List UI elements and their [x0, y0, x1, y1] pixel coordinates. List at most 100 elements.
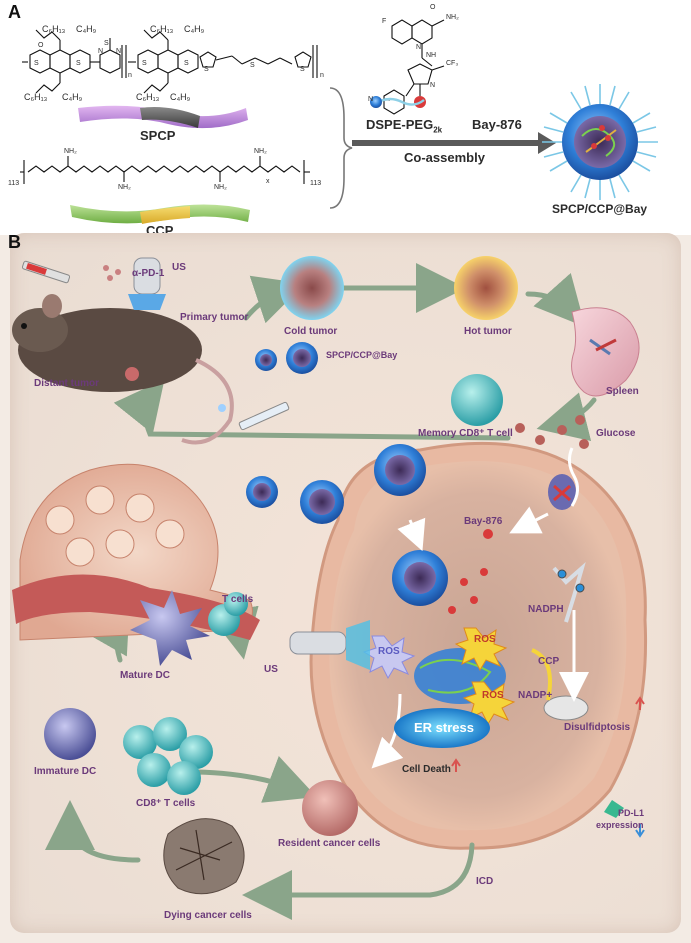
atom-label-23: N — [368, 96, 374, 103]
ccp-structure — [20, 156, 310, 184]
panel-a-artwork — [20, 19, 658, 224]
t-cells-label: T cells — [222, 594, 254, 605]
us-mid-label: US — [264, 664, 278, 675]
icd-label: ICD — [476, 876, 494, 887]
atom-label-19: NH — [426, 52, 437, 59]
chem-label-1: C₆H₁₃ — [42, 24, 66, 34]
atom-label-3: S — [76, 60, 81, 67]
atom-label-6: N — [116, 48, 122, 55]
distant-tumor-label: Distant tumor — [34, 378, 99, 389]
mature-dc-label: Mature DC — [120, 670, 171, 681]
er-stress-icon — [394, 708, 490, 748]
nadph-molecule-icon — [552, 562, 586, 623]
coassembly-arrow — [352, 132, 556, 154]
subscript-113-left: 113 — [8, 180, 20, 187]
spcp-structure — [22, 29, 318, 94]
us-top-label: US — [172, 262, 186, 273]
dspe-peg-subscript: 2k — [433, 125, 443, 135]
atom-label-4: S — [104, 40, 109, 47]
dspe-peg-icon — [370, 96, 425, 108]
atom-label-7: S — [142, 60, 147, 67]
pdl1-receptor-icon — [604, 800, 624, 818]
ccp-curved-arrow — [531, 648, 552, 701]
tumor-tissue-icon — [12, 463, 260, 641]
atom-label-12: NH₂ — [64, 148, 77, 155]
atom-label-20: N — [416, 44, 422, 51]
cell-death-up-arrow — [451, 758, 461, 772]
dspe-peg-label: DSPE-PEG2k — [366, 117, 442, 135]
dying-cancer-label: Dying cancer cells — [164, 910, 252, 921]
nanoparticle-product-icon — [542, 84, 658, 200]
resident-cancer-label: Resident cancer cells — [278, 838, 381, 849]
subscript-n-2: n — [320, 72, 324, 79]
panel-a: A — [0, 0, 691, 237]
spcp-label: SPCP — [140, 128, 176, 143]
chem-label-3: C₆H₁₃ — [150, 24, 174, 34]
ros-label-1: ROS — [474, 634, 496, 645]
mouse-icon — [12, 294, 234, 445]
chem-label-2: C₄H₉ — [76, 24, 97, 34]
glucose-molecule-icons — [515, 415, 589, 449]
syringe-nanoparticle-icon — [218, 401, 290, 431]
spcp-capsule-icon — [78, 105, 248, 129]
ultrasound-probe-mid-icon — [289, 620, 370, 670]
atom-label-1: O — [38, 42, 44, 49]
product-label: SPCP/CCP@Bay — [552, 202, 648, 216]
disulfidptosis-up-arrow — [635, 696, 645, 710]
atom-label-8: S — [184, 60, 189, 67]
atom-label-2: S — [34, 60, 39, 67]
chem-label-6: C₄H₉ — [62, 92, 83, 102]
immature-dc-icon — [44, 708, 96, 760]
cold-tumor-label: Cold tumor — [284, 326, 338, 337]
dspe-peg-text: DSPE-PEG — [366, 117, 434, 132]
syringe-antibody-icon — [21, 260, 71, 284]
cold-tumor-icon — [280, 256, 344, 320]
mature-dc-icon — [130, 590, 210, 666]
atom-label-15: NH₂ — [254, 148, 267, 155]
atom-label-21: N — [430, 82, 436, 89]
nadp-label: NADP+ — [518, 690, 553, 701]
hot-tumor-label: Hot tumor — [464, 326, 512, 337]
nanoparticle-label: SPCP/CCP@Bay — [326, 350, 398, 360]
dying-cancer-cell-icon — [163, 818, 245, 895]
ros-label-2: ROS — [482, 690, 504, 701]
atom-label-13: NH₂ — [118, 184, 131, 191]
bay876-label: Bay-876 — [472, 117, 522, 132]
memory-t-cell-icon — [451, 374, 503, 426]
cell-internal-arrows — [371, 506, 589, 769]
disulfidptosis-label: Disulfidptosis — [564, 722, 631, 733]
glut-transporter-icon — [548, 447, 579, 510]
atom-label-5: N — [98, 48, 104, 55]
pdl1-label-line1: PD-L1 — [618, 808, 645, 818]
immature-dc-label: Immature DC — [34, 766, 97, 777]
pdl1-label-line2: expression — [596, 820, 644, 830]
grouping-brace — [329, 87, 353, 209]
atom-label-22: CF₃ — [446, 60, 459, 67]
spleen-icon — [571, 307, 640, 397]
cd8-t-cells-label: CD8⁺ T cells — [136, 798, 196, 809]
ccp-cell-label: CCP — [538, 656, 560, 667]
primary-tumor-label: Primary tumor — [180, 312, 249, 323]
bay876-dot-icons — [448, 529, 493, 614]
atom-label-11: S — [300, 66, 305, 73]
cd8-t-cells-icon — [123, 717, 213, 795]
subscript-113-right: 113 — [310, 180, 322, 187]
nadph-label: NADPH — [528, 604, 564, 615]
glucose-label: Glucose — [596, 428, 636, 439]
er-stress-label: ER stress — [414, 720, 474, 735]
panel-a-letter: A — [8, 2, 21, 22]
pdl1-down-arrow — [635, 824, 645, 838]
ros-burst-cluster — [362, 627, 516, 726]
atom-label-18: O — [430, 4, 436, 11]
atom-label-16: F — [382, 18, 387, 25]
cell-death-label: Cell Death — [402, 764, 451, 775]
panel-b-letter: B — [8, 232, 21, 252]
chem-label-7: C₆H₁₃ — [136, 92, 160, 102]
ultrasound-probe-icon — [128, 257, 166, 310]
atom-label-14: NH₂ — [214, 184, 227, 191]
subscript-n-1: n — [128, 72, 132, 79]
chem-label-5: C₆H₁₃ — [24, 92, 48, 102]
t-cells-icon — [208, 592, 248, 636]
